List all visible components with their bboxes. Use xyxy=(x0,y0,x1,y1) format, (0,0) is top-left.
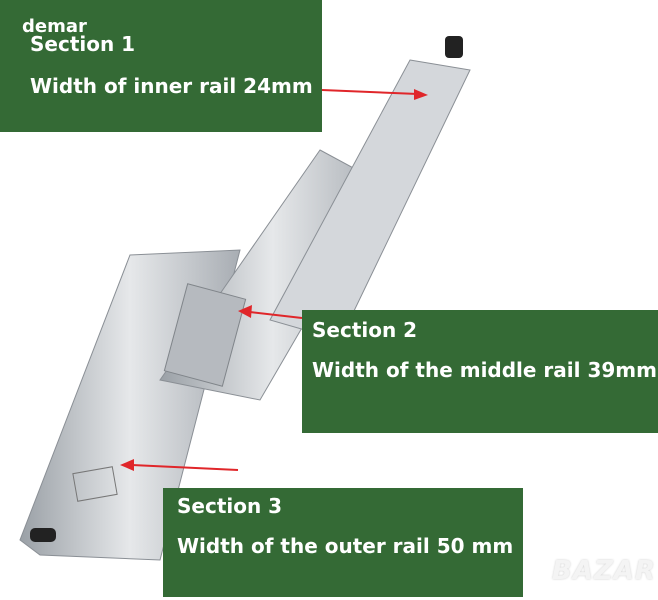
section-3-title: Section 3 xyxy=(177,494,283,518)
mounting-slot xyxy=(72,466,118,502)
mechanism xyxy=(163,283,247,387)
watermark-bottom: BAZAR xyxy=(552,556,656,586)
arrow-2 xyxy=(238,305,303,319)
section-1-title: Section 1 xyxy=(30,32,136,56)
section-2-title: Section 2 xyxy=(312,318,418,342)
section-1-text: Width of inner rail 24mm xyxy=(30,74,313,98)
watermark-top: demar xyxy=(22,16,87,37)
section-3-text: Width of the outer rail 50 mm xyxy=(177,534,514,558)
arrow-1 xyxy=(321,89,428,100)
rail-end-stop xyxy=(445,36,463,58)
arrow-3 xyxy=(120,459,239,471)
section-2-label: Section 2 Width of the middle rail 39mm xyxy=(302,310,658,433)
rail-end-stop xyxy=(30,528,56,542)
section-2-text: Width of the middle rail 39mm xyxy=(312,358,657,382)
section-3-label: Section 3 Width of the outer rail 50 mm xyxy=(163,488,523,597)
section-1-label: Section 1 Width of inner rail 24mm xyxy=(0,0,322,132)
